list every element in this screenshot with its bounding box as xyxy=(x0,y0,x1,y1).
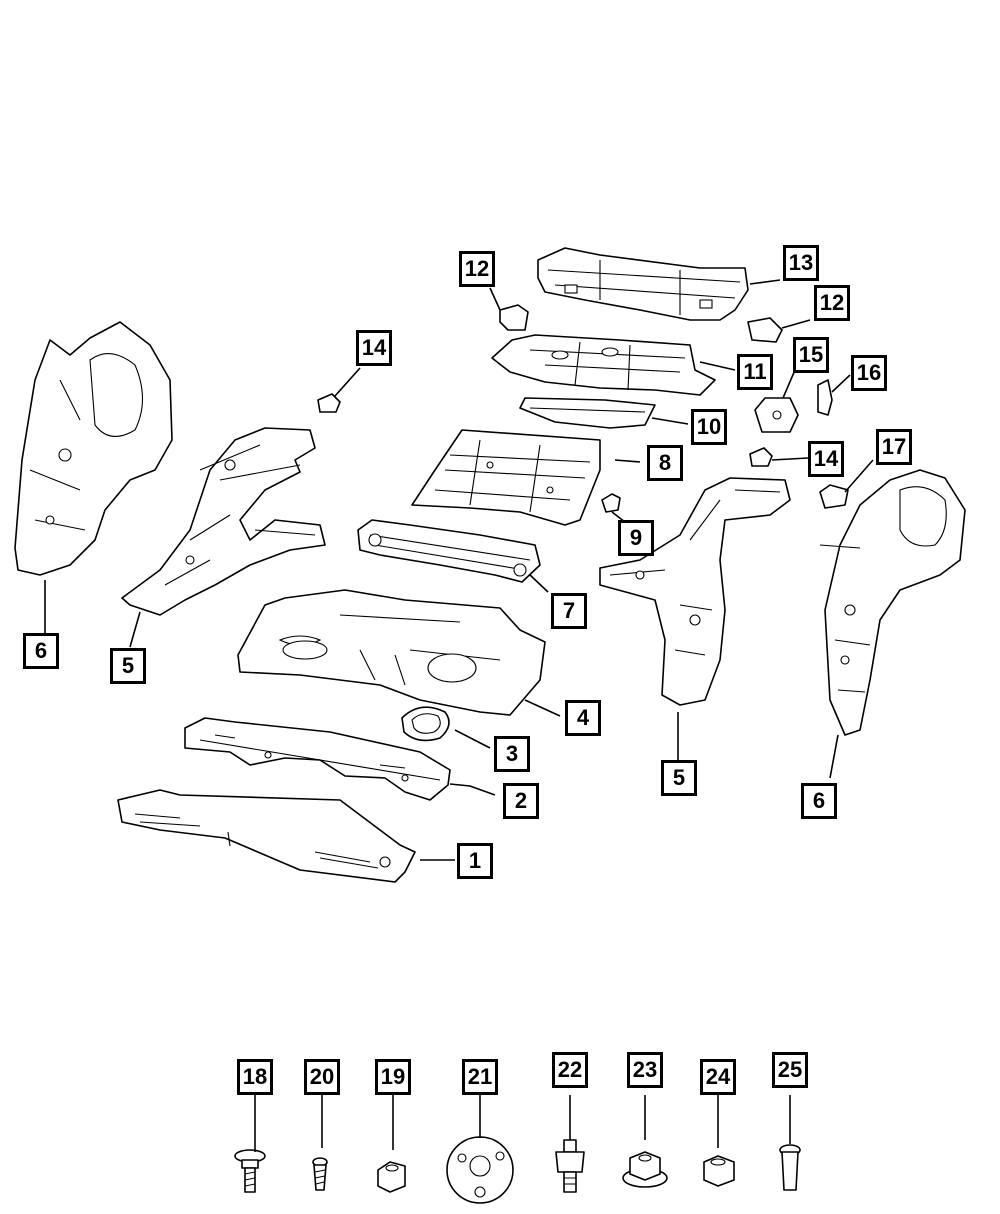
callout-14-left: 14 xyxy=(356,330,392,366)
part-25-rivet xyxy=(779,1144,801,1191)
part-13-rear-header xyxy=(537,247,749,321)
part-22-stud xyxy=(555,1139,585,1193)
callout-2: 2 xyxy=(503,783,539,819)
part-4-rear-floor-pan xyxy=(237,589,546,716)
callout-5-right: 5 xyxy=(661,760,697,796)
part-2-crossmember xyxy=(184,717,451,801)
part-17-bracket xyxy=(819,484,849,509)
callout-6-right: 6 xyxy=(801,783,837,819)
callout-8: 8 xyxy=(647,445,683,481)
callout-9: 9 xyxy=(618,520,654,556)
part-8-center-floor-panel xyxy=(411,429,601,526)
callout-18: 18 xyxy=(237,1059,273,1095)
callout-6-left: 6 xyxy=(23,633,59,669)
callout-5-left: 5 xyxy=(110,648,146,684)
callout-11: 11 xyxy=(737,354,773,390)
part-11-rear-closure-panel xyxy=(491,334,716,396)
part-1-floor-pan-lower xyxy=(117,789,416,883)
callout-17: 17 xyxy=(876,429,912,465)
callout-7: 7 xyxy=(551,593,587,629)
callout-19: 19 xyxy=(375,1059,411,1095)
callout-10: 10 xyxy=(691,409,727,445)
part-20-pin xyxy=(312,1157,328,1191)
part-15-mounting-plate xyxy=(754,397,799,433)
part-6-left-quarter-panel xyxy=(14,321,173,576)
callout-16: 16 xyxy=(851,355,887,391)
part-24-hex-nut xyxy=(703,1155,735,1187)
callout-14-right: 14 xyxy=(808,441,844,477)
callout-22: 22 xyxy=(552,1052,588,1088)
part-5-left-rail xyxy=(121,427,326,616)
callout-1: 1 xyxy=(457,843,493,879)
part-10-rear-panel-strip xyxy=(519,397,656,429)
callout-12-left: 12 xyxy=(459,251,495,287)
part-14-right-bracket xyxy=(749,447,773,467)
callout-23: 23 xyxy=(627,1052,663,1088)
callout-4: 4 xyxy=(565,700,601,736)
callout-12-right: 12 xyxy=(814,285,850,321)
part-23-flange-nut xyxy=(622,1151,668,1188)
part-21-plug xyxy=(446,1136,514,1204)
part-19-clip-nut xyxy=(377,1161,406,1193)
callout-25: 25 xyxy=(772,1052,808,1088)
callout-3: 3 xyxy=(494,736,530,772)
callout-24: 24 xyxy=(700,1059,736,1095)
part-18-bolt xyxy=(234,1149,266,1193)
part-6-right-quarter-panel xyxy=(819,469,966,736)
callout-15: 15 xyxy=(793,337,829,373)
part-12-right-bracket xyxy=(747,317,783,343)
callout-21: 21 xyxy=(462,1059,498,1095)
part-3-grommet xyxy=(401,706,450,742)
callout-13: 13 xyxy=(783,245,819,281)
callout-20: 20 xyxy=(304,1059,340,1095)
part-12-left-bracket xyxy=(499,304,529,331)
part-16-bracket xyxy=(817,379,833,416)
part-5-right-rail xyxy=(599,477,791,706)
leader-lines xyxy=(44,279,874,1152)
part-7-cross-sill xyxy=(357,519,541,583)
part-14-left-bracket xyxy=(317,393,341,413)
part-9-bracket xyxy=(601,493,621,513)
